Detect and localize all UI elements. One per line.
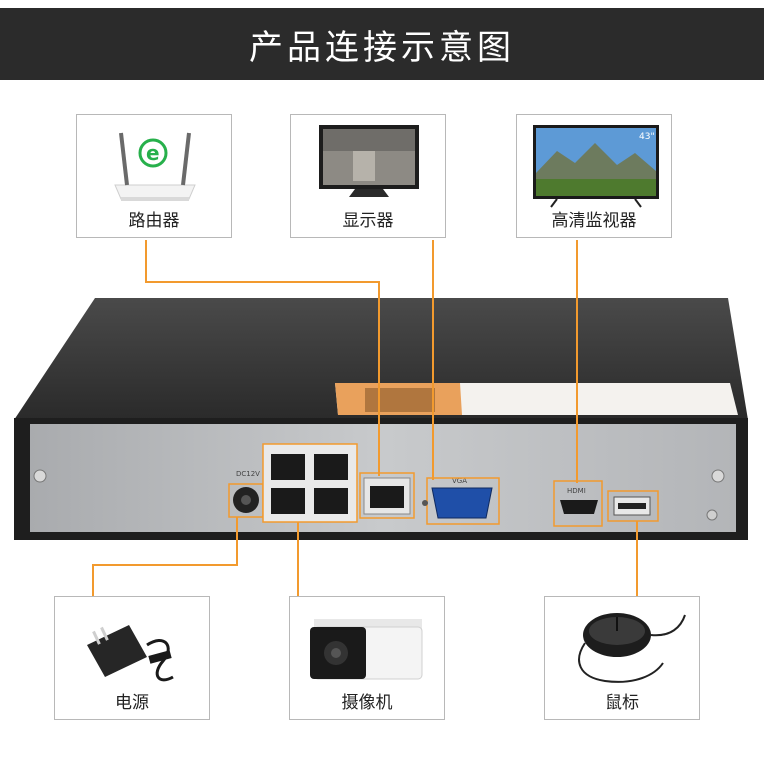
screw xyxy=(33,469,47,483)
device-label: 路由器 xyxy=(128,211,180,231)
wire-router xyxy=(145,240,147,283)
mouse-icon xyxy=(578,613,686,683)
device-label: 显示器 xyxy=(342,211,394,231)
lan-highlight xyxy=(359,472,415,519)
device-label: 电源 xyxy=(115,693,149,713)
hdmi-highlight xyxy=(553,480,603,527)
wire-power xyxy=(92,564,94,596)
camera-icon xyxy=(310,619,423,680)
device-label: 鼠标 xyxy=(605,693,639,713)
usb-highlight xyxy=(607,490,659,522)
ground-screw xyxy=(706,509,718,521)
hdmi-port xyxy=(560,500,598,514)
wire-power xyxy=(236,517,238,565)
header: 产品连接示意图 xyxy=(0,0,764,88)
poe-highlight xyxy=(262,443,358,523)
wire-tv xyxy=(576,240,578,483)
page-title: 产品连接示意图 xyxy=(0,8,764,80)
device-box-monitor: 显示器 xyxy=(290,114,446,238)
device-box-mouse: 鼠标 xyxy=(544,596,700,720)
device-box-hd-tv: 43" 高清监视器 xyxy=(516,114,672,238)
device-label: 摄像机 xyxy=(341,693,393,713)
power-adapter-icon xyxy=(87,625,174,682)
vga-port xyxy=(431,487,493,519)
device-box-router: e 路由器 xyxy=(76,114,232,238)
poe-ports xyxy=(262,443,358,523)
wire-router xyxy=(378,281,380,476)
dc-port-label: DC12V xyxy=(236,470,260,478)
wire-power xyxy=(92,564,238,566)
svg-text:e: e xyxy=(146,141,160,165)
wire-mouse xyxy=(636,521,638,596)
device-box-camera: 摄像机 xyxy=(289,596,445,720)
wire-monitor xyxy=(432,240,434,480)
device-label: 高清监视器 xyxy=(551,211,637,231)
wire-router xyxy=(145,281,380,283)
svg-text:43": 43" xyxy=(639,132,655,142)
qr-code xyxy=(365,388,435,412)
monitor-icon xyxy=(319,125,419,197)
hd-tv-icon: 43" xyxy=(533,125,659,208)
device-box-power: 电源 xyxy=(54,596,210,720)
vga-port-label: VGA xyxy=(452,477,467,485)
router-icon: e xyxy=(114,132,196,201)
screw xyxy=(711,469,725,483)
hdmi-port-label: HDMI xyxy=(567,487,586,495)
wire-camera xyxy=(297,522,299,596)
